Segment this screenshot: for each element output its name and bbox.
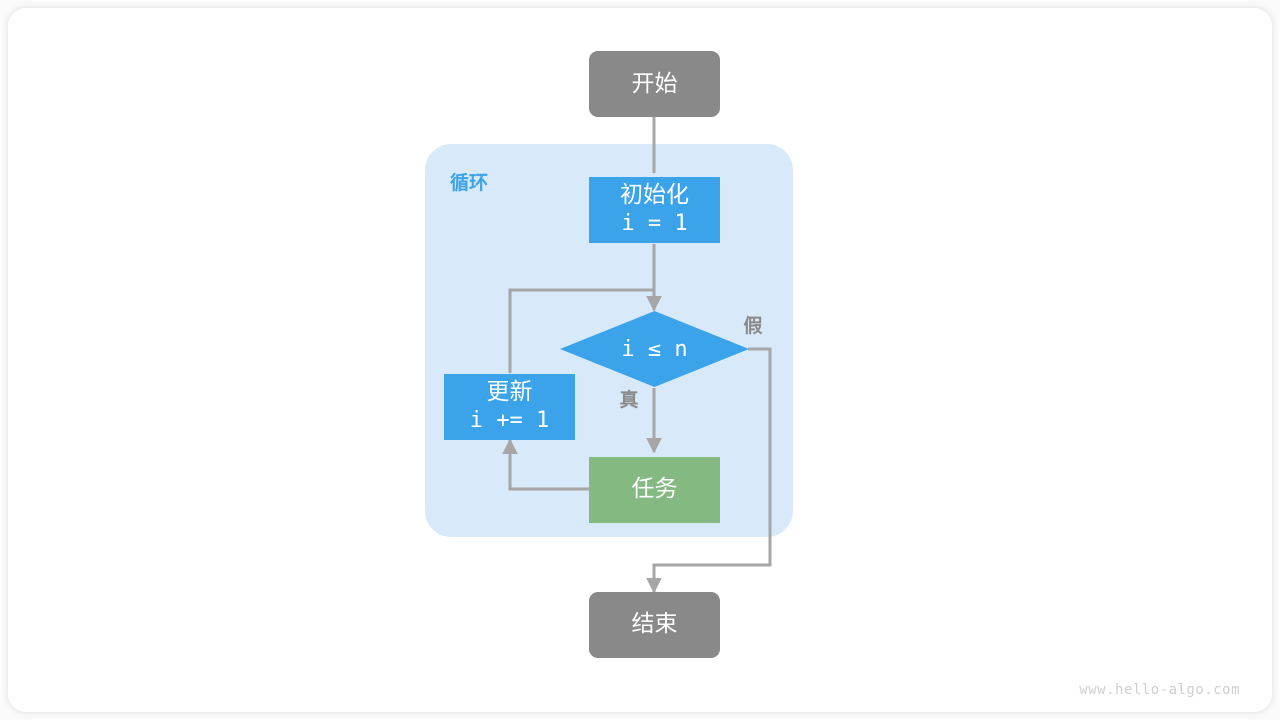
node-end-label: 结束 <box>632 610 678 636</box>
node-update[interactable]: 更新 i += 1 <box>444 374 575 440</box>
node-update-sublabel: i += 1 <box>470 408 549 433</box>
node-end[interactable]: 结束 <box>589 592 720 658</box>
edge-label-false: 假 <box>743 314 762 337</box>
node-start[interactable]: 开始 <box>589 51 720 117</box>
edge-cond-to-end <box>646 347 772 594</box>
node-condition-label: i ≤ n <box>621 337 687 362</box>
node-task-shape <box>589 457 720 523</box>
node-condition[interactable]: i ≤ n <box>560 311 749 387</box>
node-init-shape <box>589 177 720 243</box>
node-init[interactable]: 初始化 i = 1 <box>589 177 720 243</box>
edge-update-to-cond <box>508 288 654 373</box>
watermark-text: www.hello-algo.com <box>1079 682 1240 698</box>
node-init-label: 初始化 <box>620 181 689 207</box>
edge-label-true: 真 <box>619 388 638 411</box>
node-task[interactable]: 任务 <box>589 457 720 523</box>
node-start-label: 开始 <box>632 70 678 96</box>
node-condition-shape <box>560 311 749 387</box>
node-task-label: 任务 <box>632 475 678 501</box>
node-init-sublabel: i = 1 <box>621 211 687 236</box>
node-update-shape <box>444 374 575 440</box>
edge-task-to-update <box>502 438 589 491</box>
node-update-label: 更新 <box>487 378 533 404</box>
node-end-shape <box>589 592 720 658</box>
node-start-shape <box>589 51 720 117</box>
loop-container-label: 循环 <box>450 171 488 194</box>
